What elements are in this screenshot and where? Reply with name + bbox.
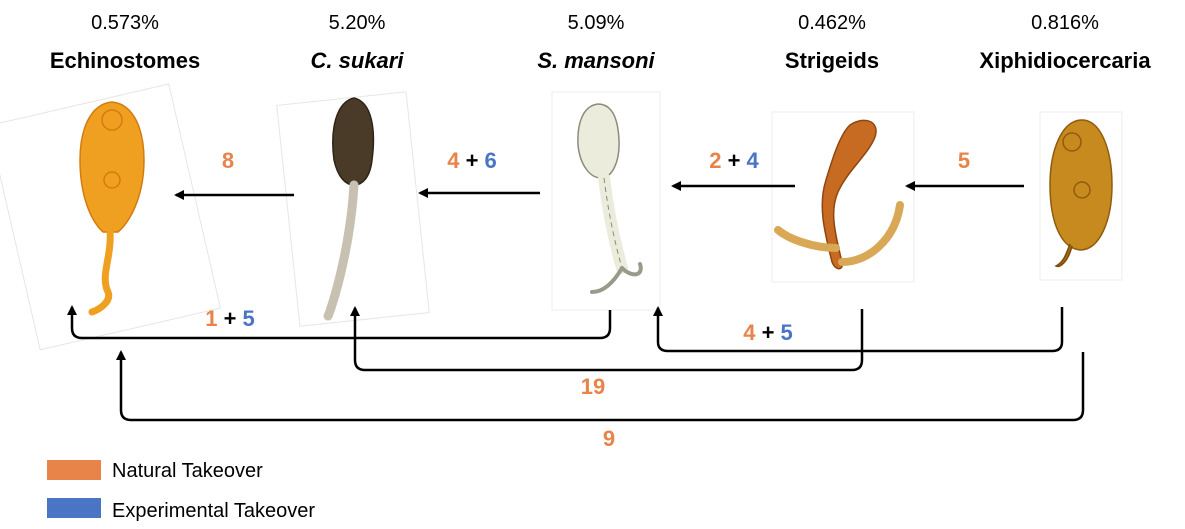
label-mansoni-to-echinostomes: 1 + 5 xyxy=(170,306,290,332)
legend-natural-swatch xyxy=(47,460,101,480)
label-strigeids-to-mansoni: 2 + 4 xyxy=(674,148,794,174)
natural-count: 9 xyxy=(603,426,615,451)
plus-sign: + xyxy=(728,148,741,173)
xiphidiocercaria-image xyxy=(1040,112,1122,280)
s-mansoni-cercaria-image xyxy=(552,92,660,310)
strigeid-cercaria-image xyxy=(772,112,914,282)
natural-count: 2 xyxy=(709,148,721,173)
label-sukari-to-echinostomes: 8 xyxy=(168,148,288,174)
legend-experimental-swatch xyxy=(47,498,101,518)
label-strigeids-to-sukari: 19 xyxy=(533,374,653,400)
legend-natural-label: Natural Takeover xyxy=(112,460,263,483)
natural-count: 19 xyxy=(581,374,605,399)
experimental-count: 4 xyxy=(747,148,759,173)
label-xiphidiocercaria-to-echinostomes: 9 xyxy=(549,426,669,452)
label-xiphidiocercaria-to-mansoni: 4 + 5 xyxy=(708,320,828,346)
plus-sign: + xyxy=(466,148,479,173)
legend-experimental-label: Experimental Takeover xyxy=(112,500,315,523)
natural-count: 8 xyxy=(222,148,234,173)
natural-count: 4 xyxy=(447,148,459,173)
label-xiphidiocercaria-to-strigeids: 5 xyxy=(904,148,1024,174)
experimental-count: 5 xyxy=(781,320,793,345)
experimental-count: 5 xyxy=(243,306,255,331)
natural-count: 5 xyxy=(958,148,970,173)
plus-sign: + xyxy=(762,320,775,345)
natural-count: 1 xyxy=(205,306,217,331)
plus-sign: + xyxy=(224,306,237,331)
c-sukari-cercaria-image xyxy=(277,92,429,326)
experimental-count: 6 xyxy=(485,148,497,173)
natural-count: 4 xyxy=(743,320,755,345)
label-mansoni-to-sukari: 4 + 6 xyxy=(412,148,532,174)
